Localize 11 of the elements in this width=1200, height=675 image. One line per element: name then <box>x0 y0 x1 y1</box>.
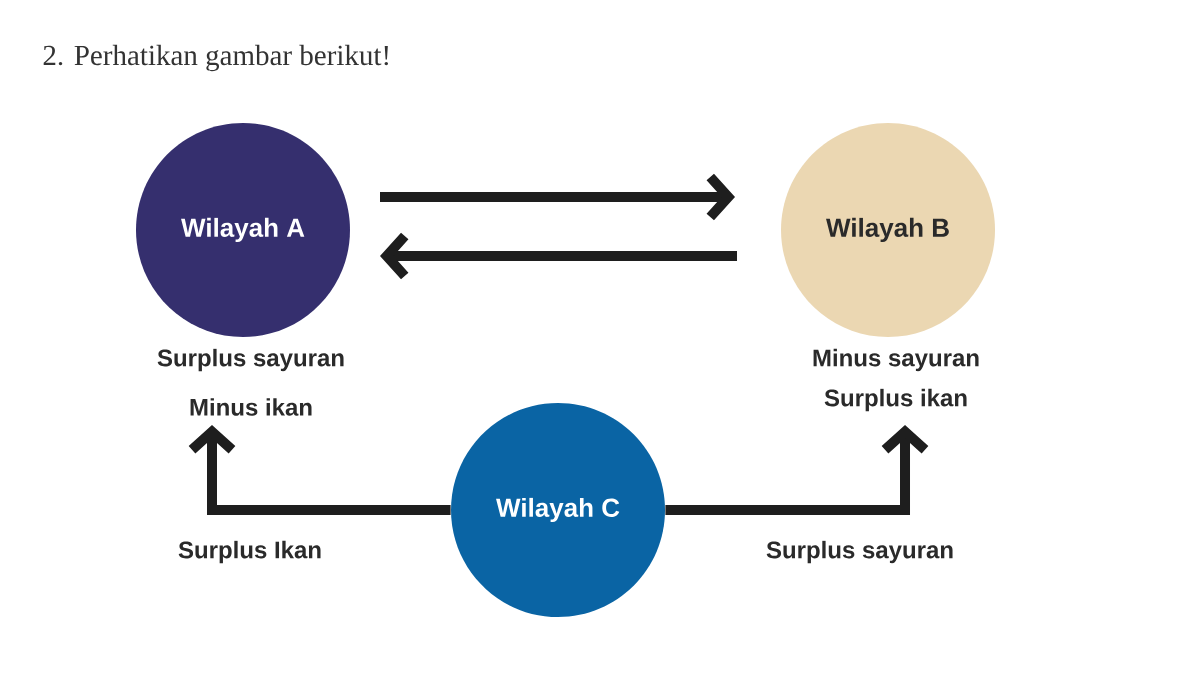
region-note: Minus sayuran <box>813 348 979 372</box>
edge-label: Surplus Ikan <box>176 538 324 566</box>
region-note: Surplus sayuran <box>157 348 344 372</box>
arrow <box>380 173 735 221</box>
edge-label: Surplus sayuran <box>764 538 957 566</box>
arrow <box>380 232 737 280</box>
heading: 2. Perhatikan gambar berikut! <box>43 44 388 72</box>
region-note: Surplus ikan <box>824 388 967 412</box>
arrow <box>665 425 929 515</box>
region-note: Minus ikan <box>190 398 312 416</box>
arrow <box>188 425 451 515</box>
